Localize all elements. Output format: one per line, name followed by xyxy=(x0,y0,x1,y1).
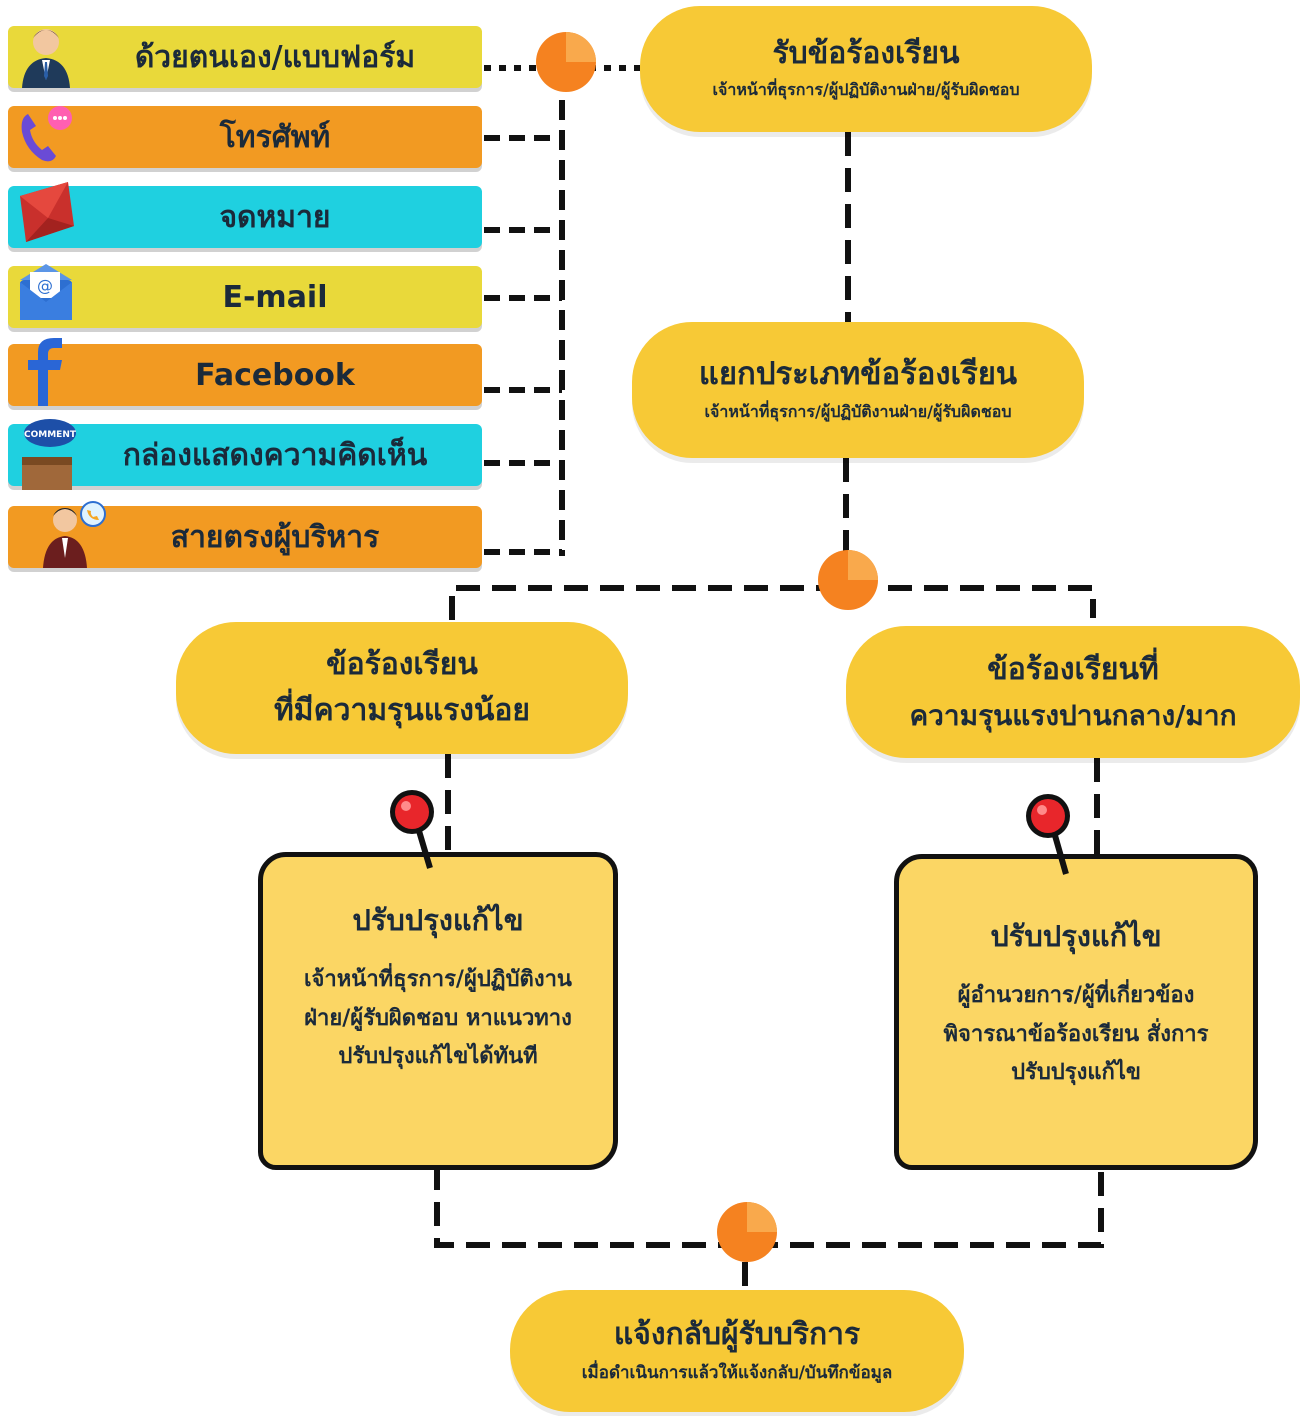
executive-icon xyxy=(43,501,106,568)
note-line: ปรับปรุงแก้ไขได้ทันที xyxy=(338,1044,538,1069)
junction-dot xyxy=(717,1202,777,1262)
note-title: ปรับปรุงแก้ไข xyxy=(352,903,524,937)
step-classify: แยกประเภทข้อร้องเรียน เจ้าหน้าที่ธุรการ/… xyxy=(632,322,1084,458)
channel-comment-box: COMMENT กล่องแสดงความคิดเห็น xyxy=(8,419,482,490)
channel-email: @ E-mail xyxy=(8,264,482,328)
phone-icon xyxy=(21,106,72,162)
step-line: ข้อร้องเรียน xyxy=(326,646,478,682)
channel-label: โทรศัพท์ xyxy=(219,119,331,155)
step-subtitle: เจ้าหน้าที่ธุรการ/ผู้ปฏิบัติงานฝ่าย/ผู้ร… xyxy=(704,401,1012,421)
facebook-icon xyxy=(28,338,62,406)
channel-label: กล่องแสดงความคิดเห็น xyxy=(122,437,428,473)
note-title: ปรับปรุงแก้ไข xyxy=(990,919,1162,953)
step-title: แยกประเภทข้อร้องเรียน xyxy=(698,356,1018,393)
step-subtitle: เมื่อดำเนินการแล้วให้แจ้งกลับ/บันทึกข้อม… xyxy=(581,1363,893,1384)
channel-in-person: ด้วยตนเอง/แบบฟอร์ม xyxy=(8,26,482,88)
step-line: ข้อร้องเรียนที่ xyxy=(987,652,1159,688)
envelope-icon xyxy=(20,182,74,242)
channel-label: Facebook xyxy=(195,357,355,393)
step-fix-major: ปรับปรุงแก้ไข ผู้อำนวยการ/ผู้ที่เกี่ยวข้… xyxy=(894,854,1258,1170)
comment-box-icon: COMMENT xyxy=(22,419,76,490)
channel-label: จดหมาย xyxy=(219,199,331,235)
email-icon: @ xyxy=(20,264,72,320)
note-line: ปรับปรุงแก้ไข xyxy=(1011,1060,1141,1085)
pushpin-icon xyxy=(390,790,434,869)
pushpin-icon xyxy=(1026,794,1070,875)
step-title: แจ้งกลับผู้รับบริการ xyxy=(613,1316,861,1352)
channel-label: สายตรงผู้บริหาร xyxy=(170,519,380,555)
channel-letter: จดหมาย xyxy=(8,182,482,248)
svg-text:COMMENT: COMMENT xyxy=(24,430,76,440)
note-line: พิจารณาข้อร้องเรียน สั่งการ xyxy=(943,1021,1209,1047)
svg-text:@: @ xyxy=(37,276,53,295)
channel-facebook: Facebook xyxy=(8,338,482,406)
step-line: ความรุนแรงปานกลาง/มาก xyxy=(909,698,1237,732)
channel-label: ด้วยตนเอง/แบบฟอร์ม xyxy=(134,39,416,75)
channel-executive-line: สายตรงผู้บริหาร xyxy=(8,501,482,568)
step-receive: รับข้อร้องเรียน เจ้าหน้าที่ธุรการ/ผู้ปฏิ… xyxy=(640,6,1092,132)
note-line: ผู้อำนวยการ/ผู้ที่เกี่ยวข้อง xyxy=(957,983,1195,1008)
channel-phone: โทรศัพท์ xyxy=(8,106,482,168)
note-line: ฝ่าย/ผู้รับผิดชอบ หาแนวทาง xyxy=(304,1005,572,1031)
step-line: ที่มีความรุนแรงน้อย xyxy=(274,693,530,728)
step-fix-minor: ปรับปรุงแก้ไข เจ้าหน้าที่ธุรการ/ผู้ปฏิบั… xyxy=(258,852,618,1170)
person-icon xyxy=(22,29,70,88)
step-notify: แจ้งกลับผู้รับบริการ เมื่อดำเนินการแล้วใ… xyxy=(510,1290,964,1412)
junction-dot xyxy=(818,550,878,610)
step-title: รับข้อร้องเรียน xyxy=(772,35,960,71)
step-major-severity: ข้อร้องเรียนที่ ความรุนแรงปานกลาง/มาก xyxy=(846,626,1300,758)
step-minor-severity: ข้อร้องเรียน ที่มีความรุนแรงน้อย xyxy=(176,622,628,754)
note-line: เจ้าหน้าที่ธุรการ/ผู้ปฏิบัติงาน xyxy=(304,967,572,992)
junction-dot xyxy=(536,32,596,92)
step-subtitle: เจ้าหน้าที่ธุรการ/ผู้ปฏิบัติงานฝ่าย/ผู้ร… xyxy=(712,80,1020,100)
channel-label: E-mail xyxy=(222,279,328,315)
